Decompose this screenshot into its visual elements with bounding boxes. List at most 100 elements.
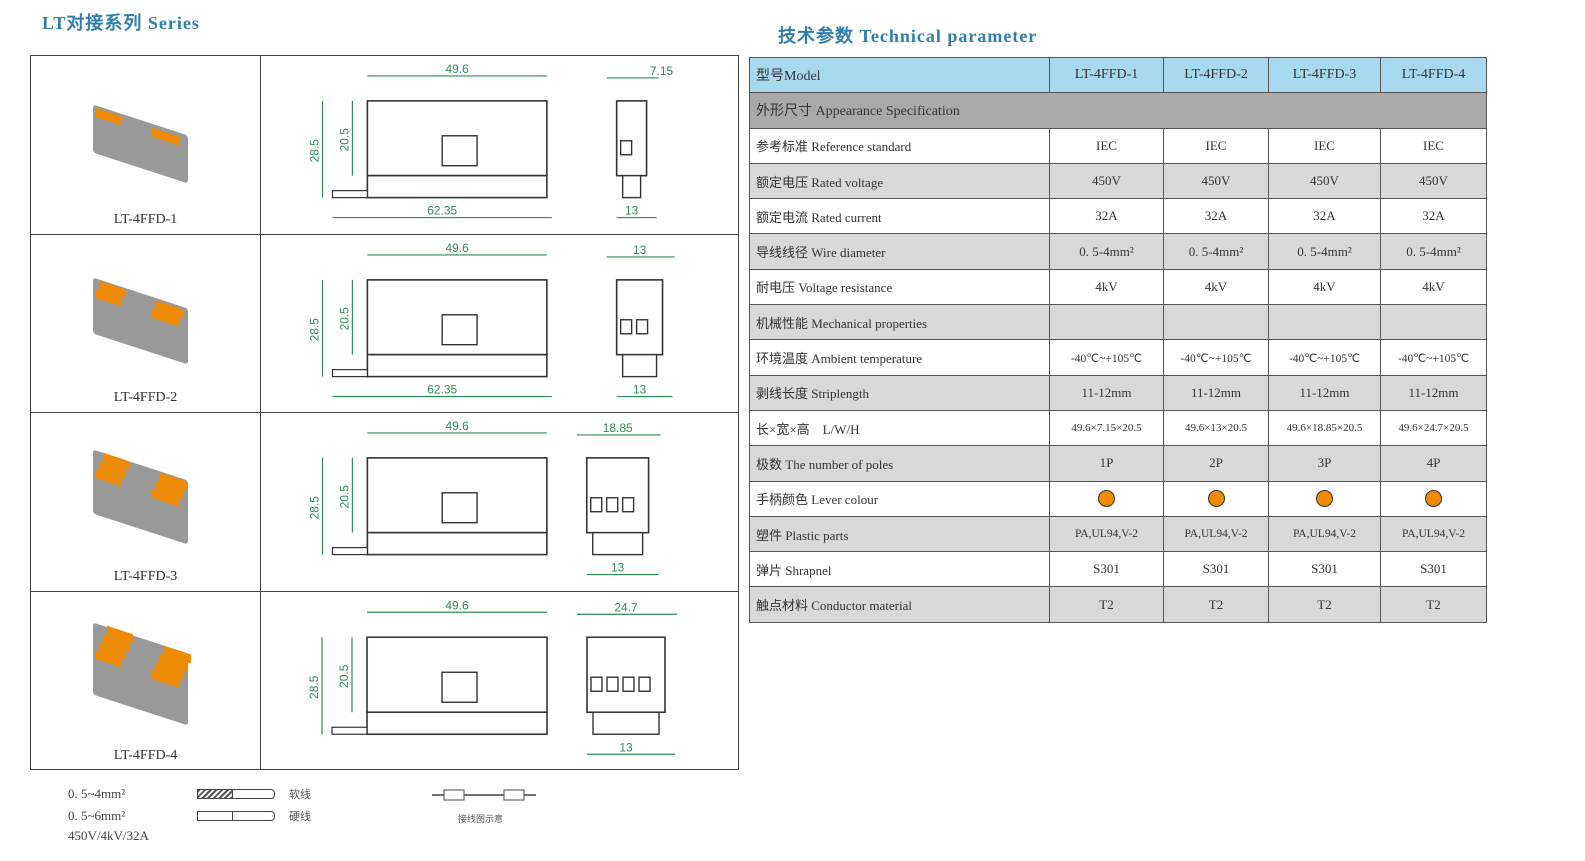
- front-view-rail-foot: [366, 710, 548, 735]
- value-cell: -40℃~+105℃: [1268, 339, 1381, 376]
- total-height-dimension-label: 28.5: [307, 675, 321, 699]
- value-cell: 0. 5-4mm²: [1268, 233, 1381, 270]
- value-cell: T2: [1268, 586, 1381, 623]
- header-cell: LT-4FFD-4: [1380, 56, 1487, 94]
- length-dimension-label: 49.6: [445, 240, 469, 254]
- product-name: LT-4FFD-3: [113, 568, 178, 584]
- value-cell: 49.6×18.85×20.5: [1268, 409, 1381, 447]
- value-cell: 2P: [1163, 445, 1269, 482]
- body-height-dimension-label: 20.5: [337, 664, 351, 688]
- product-photo: [81, 622, 211, 732]
- row-label: 弹片 Shrapnel: [749, 551, 1050, 588]
- hard-wire-core-icon: [197, 811, 233, 821]
- side-view-pole: [590, 676, 603, 692]
- total-height-dimension-label: 28.5: [308, 496, 322, 520]
- value-cell: 32A: [1049, 198, 1164, 235]
- lever-colour-cell: [1380, 480, 1487, 517]
- side-view-pole: [621, 497, 635, 513]
- value-cell: [1380, 304, 1487, 341]
- value-cell: 4kV: [1049, 268, 1164, 306]
- side-view-foot: [621, 353, 658, 377]
- row-label: 参考标准 Reference standard: [749, 127, 1050, 164]
- front-view-contact: [441, 492, 478, 524]
- technical-parameter-title: 技术参数 Technical parameter: [778, 26, 1038, 46]
- header-cell: LT-4FFD-2: [1163, 56, 1269, 94]
- soft-wire-strands-icon: [197, 789, 233, 799]
- front-view-rail-foot: [366, 353, 548, 377]
- value-cell: 11-12mm: [1163, 374, 1269, 411]
- front-view-rail-foot: [366, 531, 548, 556]
- header-cell: 型号Model: [749, 56, 1050, 94]
- soft-wire-range: 0. 5~4mm²: [68, 786, 126, 801]
- front-view-base-tab: [331, 368, 368, 377]
- row-label: 塑件 Plastic parts: [749, 515, 1050, 553]
- length-dimension-label: 49.6: [445, 598, 469, 612]
- lever-colour-cell: [1268, 480, 1381, 517]
- rating-text: 450V/4kV/32A: [68, 828, 149, 843]
- product-photo: [81, 86, 211, 196]
- product-photo: [81, 443, 211, 553]
- value-cell: S301: [1049, 551, 1164, 588]
- row-label: 额定电压 Rated voltage: [749, 162, 1050, 200]
- series-title: LT对接系列 Series: [42, 13, 200, 33]
- lever-colour-swatch: [1316, 490, 1333, 508]
- lever-colour-cell: [1163, 480, 1269, 517]
- table-row: 手柄颜色 Lever colour: [749, 480, 1487, 517]
- front-view-contact: [441, 135, 478, 167]
- soft-wire-insulation-icon: [232, 789, 275, 799]
- table-row: 外形尺寸 Appearance Specification: [749, 92, 1487, 129]
- value-cell: 450V: [1380, 162, 1487, 200]
- value-cell: 0. 5-4mm²: [1049, 233, 1164, 270]
- value-cell: 450V: [1049, 162, 1164, 200]
- product-image-cell: LT-4FFD-1: [31, 56, 261, 234]
- value-cell: 49.6×13×20.5: [1163, 409, 1269, 447]
- hard-wire-range: 0. 5~6mm²: [68, 808, 126, 823]
- side-view-pole: [619, 140, 633, 156]
- value-cell: T2: [1380, 586, 1487, 623]
- value-cell: -40℃~+105℃: [1163, 339, 1269, 376]
- wiring-diagram-caption: 接线图示意: [458, 815, 504, 825]
- value-cell: S301: [1163, 551, 1269, 588]
- side-view-body: [586, 635, 666, 713]
- front-view-base-tab: [331, 547, 368, 556]
- value-cell: 32A: [1163, 198, 1269, 235]
- value-cell: -40℃~+105℃: [1380, 339, 1487, 376]
- value-cell: 32A: [1380, 198, 1487, 235]
- value-cell: PA,UL94,V-2: [1049, 515, 1164, 553]
- value-cell: PA,UL94,V-2: [1380, 515, 1487, 553]
- row-label: 耐电压 Voltage resistance: [749, 268, 1050, 306]
- total-height-dimension-label: 28.5: [308, 139, 322, 163]
- value-cell: 11-12mm: [1049, 374, 1164, 411]
- product-name: LT-4FFD-4: [113, 748, 178, 763]
- lever-colour-cell: [1049, 480, 1164, 517]
- value-cell: PA,UL94,V-2: [1163, 515, 1269, 553]
- product-photo: [81, 265, 211, 375]
- side-view-body: [615, 100, 648, 177]
- length-dimension-label: 49.6: [445, 62, 469, 76]
- soft-wire-label: 软线: [289, 788, 311, 801]
- value-cell: [1268, 304, 1381, 341]
- value-cell: 49.6×24.7×20.5: [1380, 409, 1487, 447]
- value-cell: 11-12mm: [1268, 374, 1381, 411]
- value-cell: IEC: [1380, 127, 1487, 164]
- value-cell: 0. 5-4mm²: [1163, 233, 1269, 270]
- depth-dimension-label: 13: [611, 561, 625, 575]
- value-cell: [1163, 304, 1269, 341]
- side-view-foot: [621, 174, 642, 199]
- value-cell: 4kV: [1268, 268, 1381, 306]
- value-cell: PA,UL94,V-2: [1268, 515, 1381, 553]
- value-cell: 4kV: [1163, 268, 1269, 306]
- value-cell: 4P: [1380, 445, 1487, 482]
- body-height-dimension-label: 20.5: [337, 128, 351, 152]
